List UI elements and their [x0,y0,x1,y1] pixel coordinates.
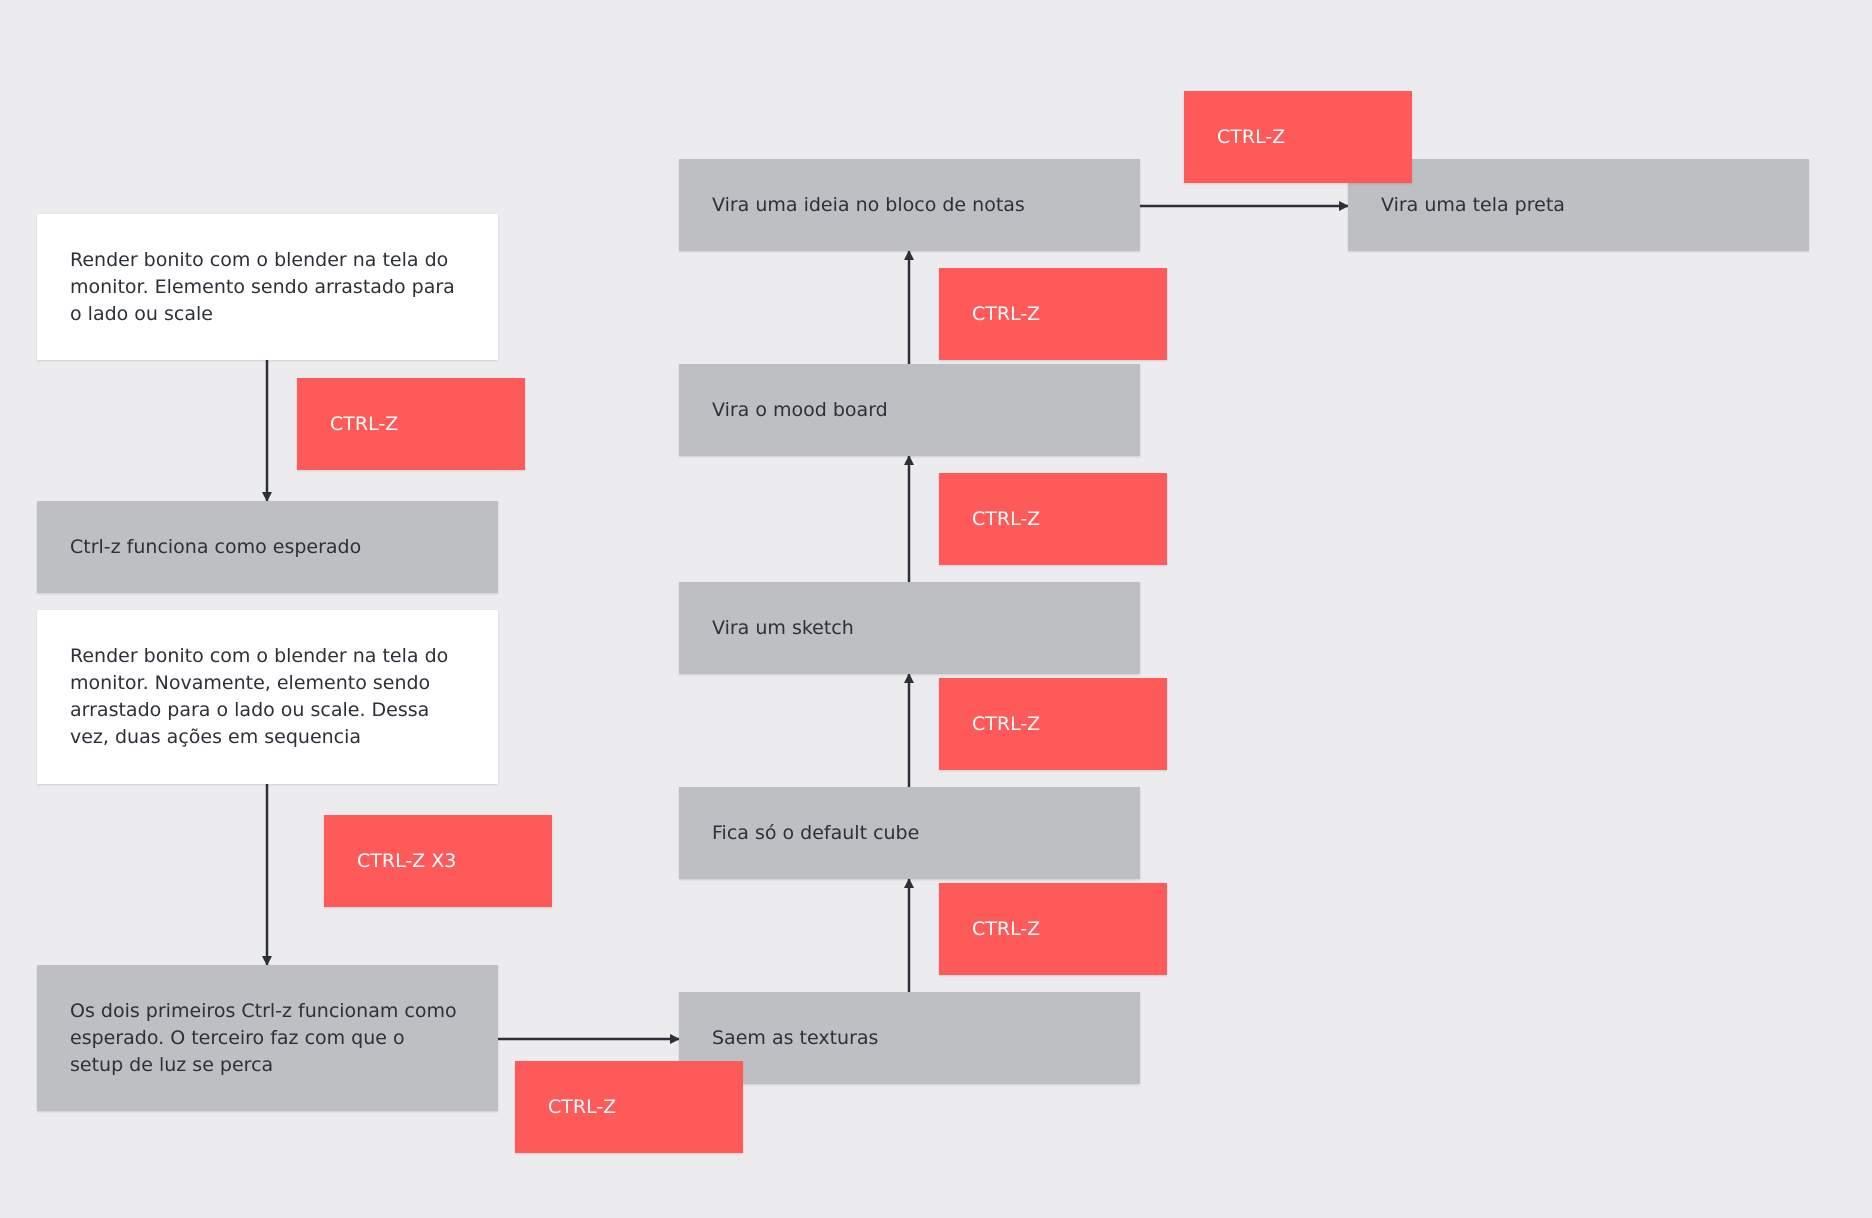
node-textures-removed[interactable]: Saem as texturas [679,992,1140,1084]
tag-ctrlz-7[interactable]: CTRL-Z [939,268,1167,360]
node-mood-board[interactable]: Vira o mood board [679,364,1140,456]
tag-text: CTRL-Z [972,917,1041,940]
tag-ctrlz-1[interactable]: CTRL-Z [297,378,525,470]
node-idea-notepad[interactable]: Vira uma ideia no bloco de notas [679,159,1140,251]
node-text: Vira uma ideia no bloco de notas [712,193,1025,216]
node-first-two-ctrlz[interactable]: Os dois primeiros Ctrl-z funcionam como … [37,965,498,1111]
tag-ctrlz-5[interactable]: CTRL-Z [939,678,1167,770]
tag-text: CTRL-Z [972,712,1041,735]
node-render-two-actions[interactable]: Render bonito com o blender na tela do m… [37,610,498,784]
node-text: Ctrl-z funciona como esperado [70,535,362,558]
node-sketch[interactable]: Vira um sketch [679,582,1140,674]
tag-ctrlz-3[interactable]: CTRL-Z [515,1061,743,1153]
node-text: Saem as texturas [712,1026,879,1049]
node-render-scale[interactable]: Render bonito com o blender na tela do m… [37,214,498,360]
node-default-cube[interactable]: Fica só o default cube [679,787,1140,879]
node-text: Fica só o default cube [712,821,920,844]
tag-ctrlz-8[interactable]: CTRL-Z [1184,91,1412,183]
tag-text: CTRL-Z [1217,125,1286,148]
node-text: Vira um sketch [712,616,854,639]
node-black-screen[interactable]: Vira uma tela preta [1348,159,1809,251]
tag-ctrlz-4[interactable]: CTRL-Z [939,883,1167,975]
node-text: Render bonito com o blender na tela do m… [70,248,455,325]
node-text: Vira o mood board [712,398,888,421]
tag-ctrlz-x3[interactable]: CTRL-Z X3 [324,815,552,907]
tag-text: CTRL-Z [972,507,1041,530]
tag-text: CTRL-Z [330,412,399,435]
tag-ctrlz-6[interactable]: CTRL-Z [939,473,1167,565]
node-text: Os dois primeiros Ctrl-z funcionam como … [70,999,457,1076]
tag-text: CTRL-Z [972,302,1041,325]
tag-text: CTRL-Z [548,1095,617,1118]
tag-text: CTRL-Z X3 [357,849,457,872]
node-text: Render bonito com o blender na tela do m… [70,645,449,748]
node-ctrlz-works[interactable]: Ctrl-z funciona como esperado [37,501,498,593]
node-text: Vira uma tela preta [1381,193,1565,216]
